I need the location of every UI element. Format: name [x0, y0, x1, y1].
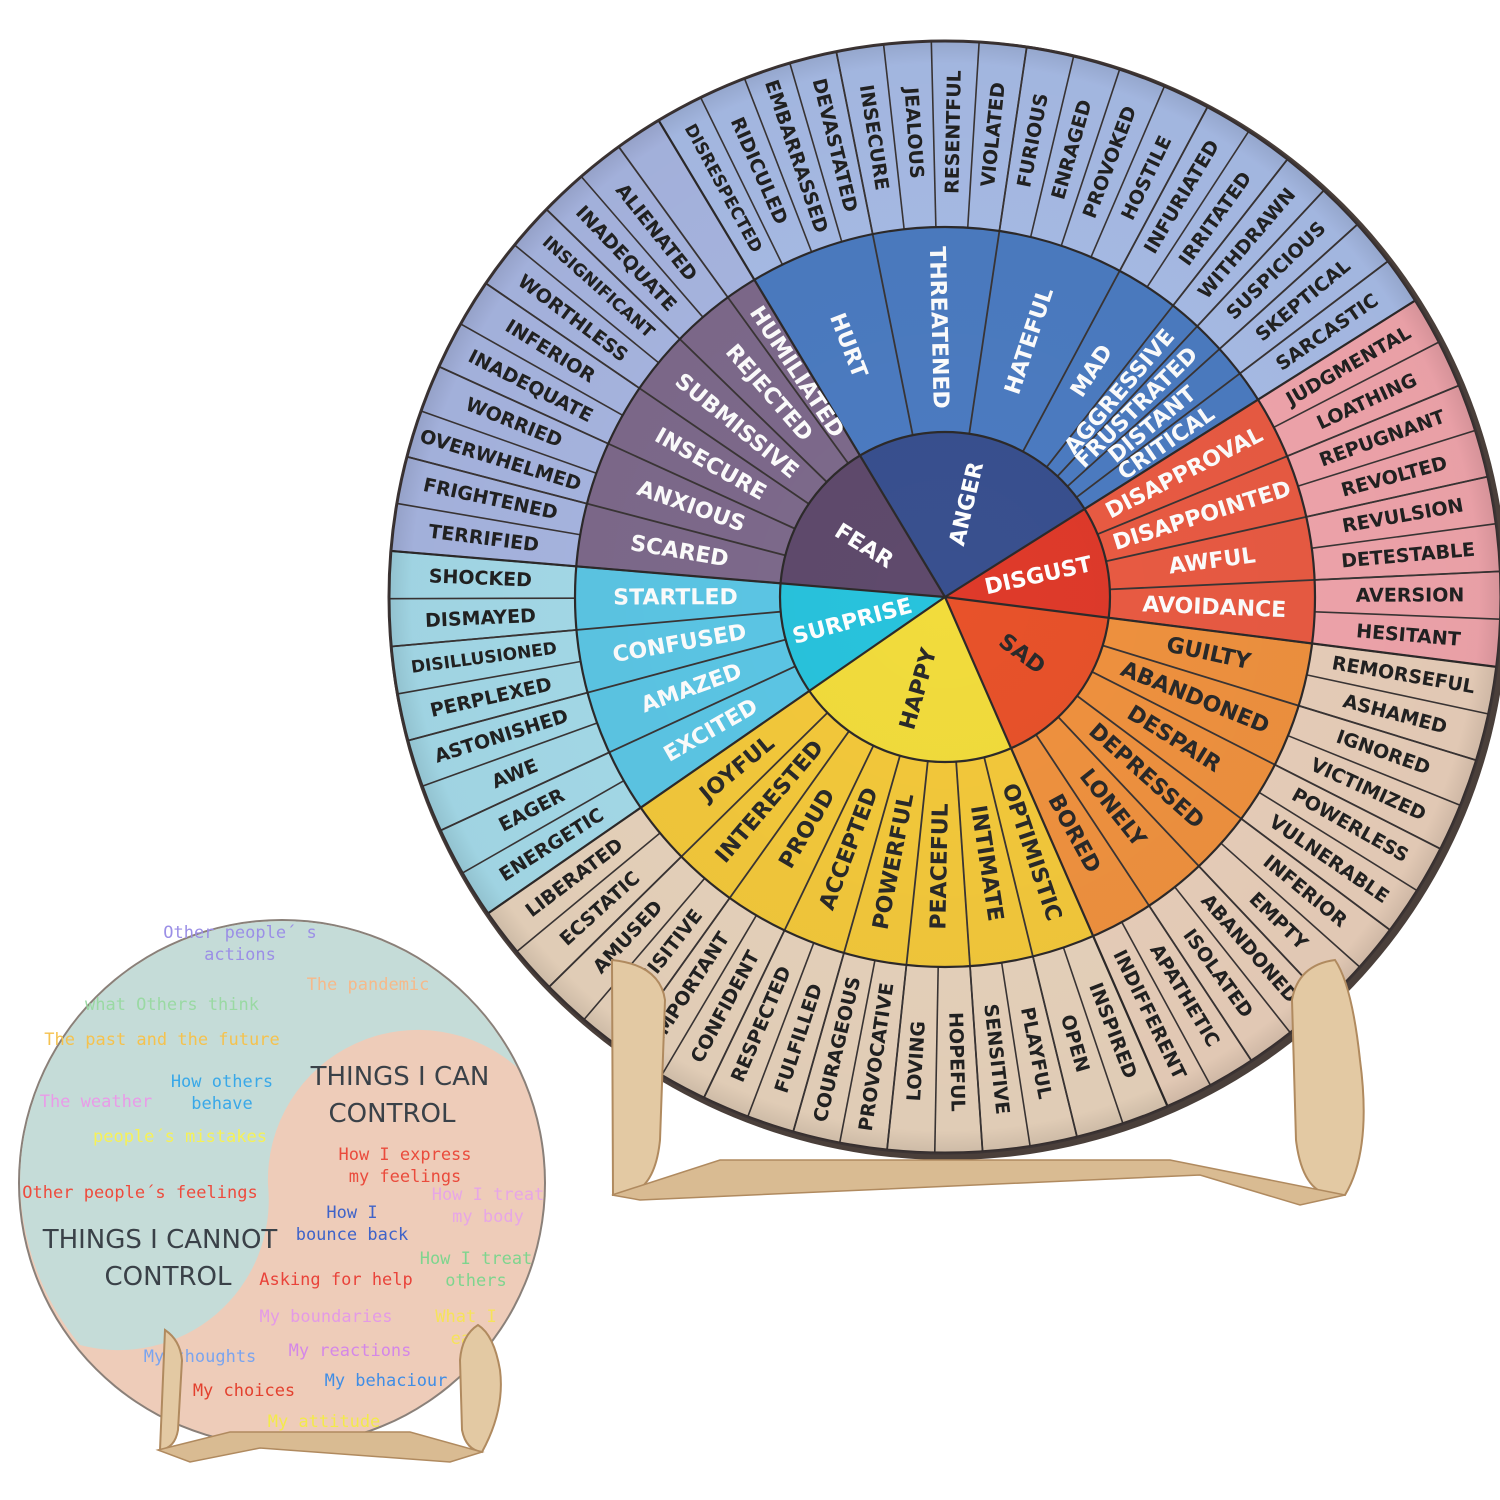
cannot-item: The weather [40, 1092, 153, 1112]
big-stand-left-foot [612, 960, 665, 1195]
cannot-item: people´s mistakes [93, 1127, 267, 1147]
cannot-item: How others [171, 1072, 273, 1092]
can-item: My behaciour [325, 1371, 448, 1391]
cannot-item: The pandemic [307, 975, 430, 995]
cannot-item: Other people´s feelings [22, 1183, 257, 1203]
can-item: My attitude [268, 1412, 381, 1432]
can-title: THINGS I CAN [310, 1062, 490, 1092]
can-item: my body [452, 1207, 524, 1227]
can-item: What I [435, 1307, 496, 1327]
cannot-item: what Others think [85, 995, 259, 1015]
can-item: bounce back [296, 1225, 409, 1245]
small-stand-right-foot [460, 1325, 501, 1452]
can-item: My reactions [289, 1341, 412, 1361]
cannot-item: Other people´ s [163, 923, 317, 943]
small-stand-left-foot [160, 1330, 182, 1450]
can-item: My boundaries [259, 1307, 392, 1327]
cannot-item: behave [191, 1094, 252, 1114]
cannot-title: CONTROL [105, 1262, 232, 1292]
big-stand-base [612, 1160, 1345, 1205]
cannot-item: actions [204, 945, 276, 965]
can-item: others [445, 1271, 506, 1291]
can-item: How I [326, 1203, 377, 1223]
can-title: CONTROL [329, 1099, 456, 1129]
cannot-title: THINGS I CANNOT [42, 1225, 278, 1255]
can-item: Asking for help [259, 1270, 413, 1290]
can-item: How I treat [420, 1249, 533, 1269]
small-stand-base [158, 1432, 482, 1462]
can-item: How I express [338, 1145, 471, 1165]
can-item: How I treat [432, 1185, 545, 1205]
can-item: My choices [193, 1381, 295, 1401]
can-item: my feelings [349, 1167, 462, 1187]
can-item: My thoughts [144, 1347, 257, 1367]
cannot-item: The past and the future [44, 1030, 279, 1050]
big-stand-right-foot [1292, 960, 1364, 1195]
